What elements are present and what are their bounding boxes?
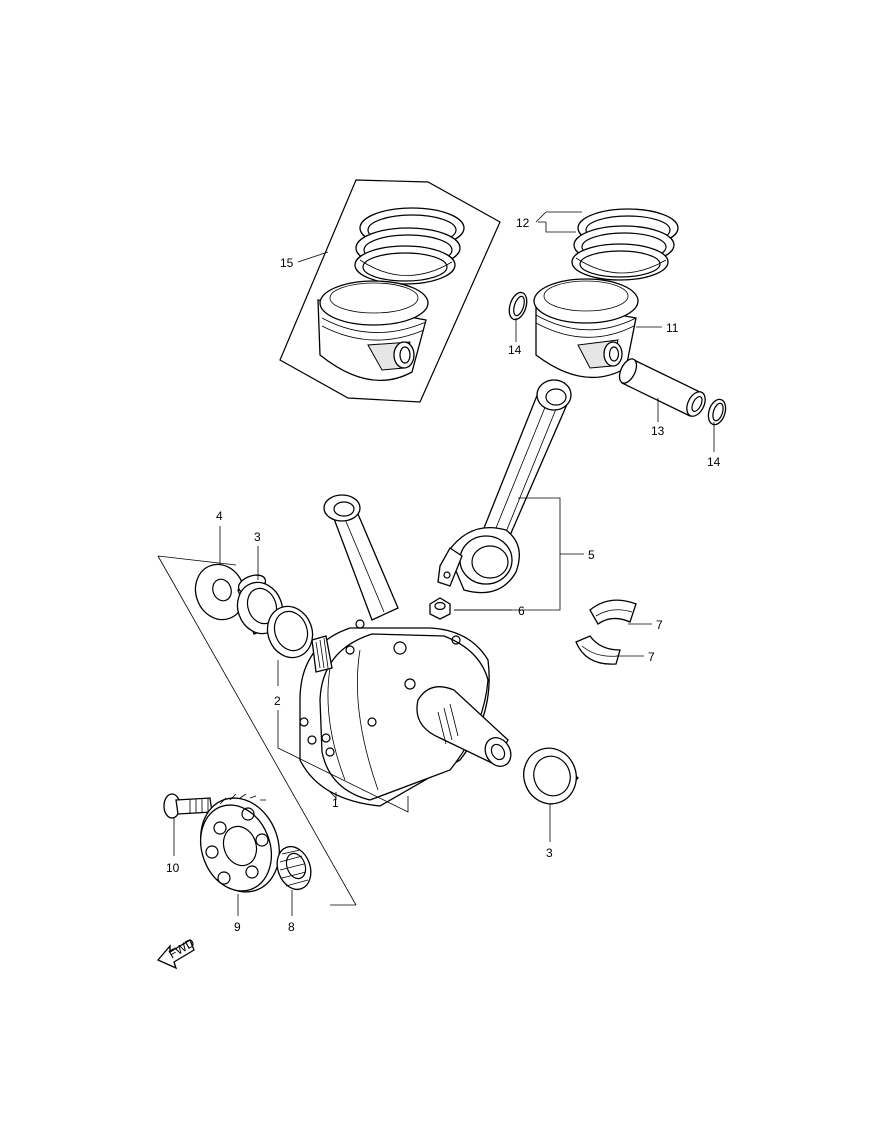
piston-set-frame [279, 179, 501, 403]
forward-arrow-icon [156, 939, 195, 970]
callout-7-upper: 7 [656, 618, 663, 632]
callout-13: 13 [651, 424, 665, 438]
callout-1: 1 [332, 796, 339, 810]
piston-pin [618, 358, 706, 417]
piston-pin-circlip-upper [508, 291, 528, 321]
connecting-rod-nut [429, 597, 451, 620]
callout-7-lower: 7 [648, 650, 655, 664]
callout-14-upper: 14 [508, 343, 522, 357]
callout-12: 12 [516, 216, 530, 230]
connecting-rod [437, 379, 572, 594]
primary-drive-gear [200, 793, 280, 893]
thrust-ring [266, 605, 314, 659]
callout-9: 9 [234, 920, 241, 934]
forward-direction-marker: FWD [156, 935, 197, 970]
callout-3-left: 3 [254, 530, 261, 544]
section-outline [157, 555, 409, 906]
callout-14-lower: 14 [707, 455, 721, 469]
callout-10: 10 [166, 861, 180, 875]
callout-6: 6 [518, 604, 525, 618]
piston-set-assembly [279, 179, 501, 403]
callout-5: 5 [588, 548, 595, 562]
callout-3-right: 3 [546, 846, 553, 860]
piston-left [317, 280, 429, 382]
callout-11: 11 [666, 321, 679, 335]
piston-rings [571, 208, 679, 281]
callout-15: 15 [280, 256, 294, 270]
callout-8: 8 [288, 920, 295, 934]
conrod-bearing-shell-lower [575, 635, 621, 665]
crankshaft [299, 494, 512, 807]
piston [533, 278, 639, 379]
needle-bearing [276, 845, 312, 891]
callout-4: 4 [216, 509, 223, 523]
main-bearing-right [523, 747, 579, 805]
piston-pin-circlip-lower [707, 398, 727, 426]
leader-lines [173, 211, 715, 916]
conrod-bearing-shell-upper [589, 599, 637, 625]
piston-ring-set-left [354, 207, 465, 285]
callout-2: 2 [274, 694, 281, 708]
gear-bolt [163, 793, 213, 819]
callout-labels: 15 12 11 14 13 14 5 6 7 7 4 3 2 1 3 10 9… [166, 216, 721, 934]
